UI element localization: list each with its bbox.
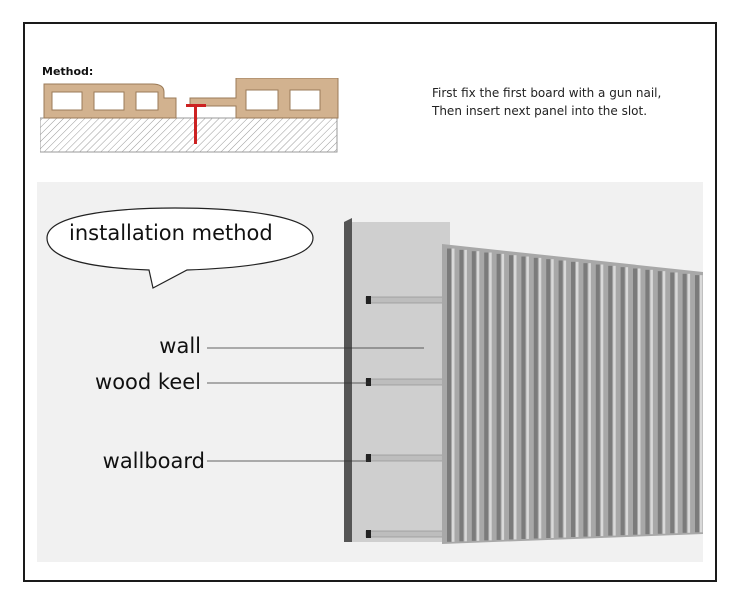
slat-highlight [551, 259, 554, 539]
slat-groove [447, 248, 451, 542]
slat-groove [682, 273, 687, 533]
slat-highlight [452, 248, 455, 542]
label-wood-keel: wood keel [95, 370, 201, 394]
slat-highlight [675, 272, 678, 534]
gun-nail-shank [194, 104, 197, 144]
wood-keel-end [366, 530, 371, 538]
slat-groove [546, 259, 551, 539]
board-cavity [245, 89, 279, 111]
slat-groove [583, 263, 588, 537]
slat-groove [558, 260, 563, 538]
slat-groove [521, 256, 526, 539]
slat-highlight [662, 271, 666, 534]
slat-highlight [625, 267, 629, 536]
slat-groove [657, 271, 662, 534]
slat-groove [695, 275, 699, 533]
board-cavity [93, 91, 125, 111]
slat-groove [645, 269, 650, 535]
label-wall: wall [159, 334, 201, 358]
slat-highlight [476, 251, 480, 541]
wood-keel-strip [365, 454, 447, 462]
slat-highlight [514, 255, 517, 540]
wood-keel-strip [365, 530, 447, 538]
slat-groove [496, 253, 501, 540]
speech-bubble-text: installation method [69, 221, 273, 245]
wall-slab-edge [344, 218, 352, 542]
slat-highlight [588, 263, 591, 537]
slat-highlight [501, 253, 505, 540]
wood-keel-end [366, 454, 371, 462]
wood-keel-strip [365, 296, 447, 304]
slat-groove [471, 251, 476, 541]
board-cavity [289, 89, 321, 111]
slat-highlight [600, 264, 604, 537]
slat-groove [533, 257, 538, 539]
slat-groove [459, 249, 464, 542]
installation-instructions: First fix the first board with a gun nai… [432, 84, 661, 120]
slat-groove [509, 255, 513, 540]
board-cross-section-diagram [40, 78, 339, 153]
slat-groove [670, 272, 675, 534]
board-cavity [51, 91, 83, 111]
method-heading: Method: [42, 65, 94, 78]
wood-keel-end [366, 296, 371, 304]
wallboard-slats [447, 248, 703, 542]
slat-groove [608, 265, 613, 536]
slat-highlight [538, 257, 542, 539]
slat-highlight [687, 273, 691, 533]
wood-keel-strip [365, 378, 447, 386]
instruction-line-2: Then insert next panel into the slot. [432, 104, 648, 118]
slat-highlight [638, 268, 641, 535]
slat-highlight [576, 261, 579, 538]
slat-highlight [700, 275, 703, 533]
slat-groove [620, 267, 625, 536]
label-wallboard: wallboard [102, 449, 205, 473]
slat-highlight [464, 249, 467, 542]
board-cavity [135, 91, 159, 111]
speech-bubble [46, 207, 314, 289]
slat-groove [484, 252, 489, 541]
slat-highlight [613, 265, 616, 536]
slat-highlight [563, 260, 567, 538]
slat-groove [571, 261, 575, 538]
slat-highlight [650, 269, 653, 535]
substrate-wall [40, 117, 338, 153]
wood-keel-end [366, 378, 371, 386]
slat-highlight [489, 252, 492, 541]
slat-highlight [526, 256, 529, 539]
slat-groove [595, 264, 600, 537]
instruction-line-1: First fix the first board with a gun nai… [432, 86, 662, 100]
slat-groove [633, 268, 637, 535]
installation-3d-diagram [46, 207, 703, 544]
